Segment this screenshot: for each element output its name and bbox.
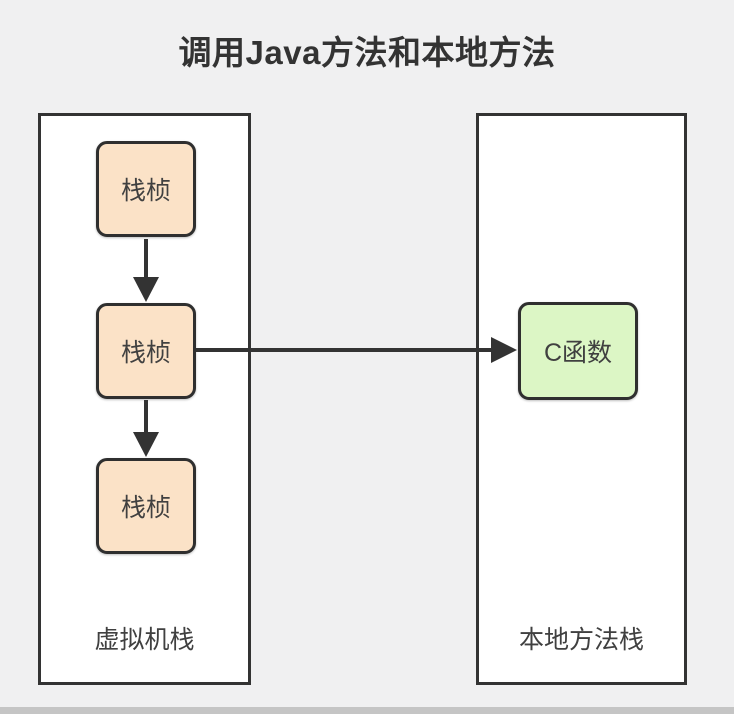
vm-stack-label: 虚拟机栈: [94, 626, 195, 654]
native-stack-label: 本地方法栈: [518, 626, 644, 654]
horizontal-scrollbar[interactable]: [0, 707, 734, 714]
stack-frame-node-1: 栈桢: [96, 141, 196, 237]
c-function-node: C函数: [518, 302, 638, 400]
diagram-title: 调用Java方法和本地方法: [178, 34, 556, 71]
stack-frame-node-3: 栈桢: [96, 458, 196, 554]
stack-frame-node-2: 栈桢: [96, 303, 196, 399]
